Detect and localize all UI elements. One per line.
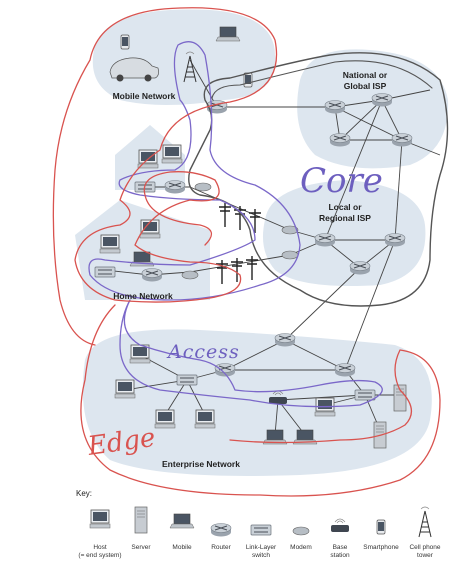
access-outline: [88, 41, 383, 408]
key-label: Smartphone: [363, 544, 399, 551]
network-labels: Mobile Network National or Global ISP Lo…: [113, 70, 388, 469]
key-label: Base: [333, 544, 348, 551]
key-item-cell-tower: Cell phone tower: [409, 506, 441, 559]
utility-pole-icon: [248, 208, 262, 234]
router-icon: [274, 333, 296, 347]
key-item-base-station: Base station: [330, 518, 350, 559]
router-icon: [384, 233, 406, 247]
access-annotation: Access: [166, 341, 240, 363]
router-icon: [329, 133, 351, 147]
router-icon: [210, 523, 232, 537]
key-title: Key:: [76, 489, 92, 498]
enterprise-network-label: Enterprise Network: [162, 459, 240, 469]
key-legend: Key: Host (= end system) Server Mobile R…: [76, 489, 441, 559]
key-item-mobile: Mobile: [169, 513, 195, 551]
hand-drawn-outlines: [52, 7, 449, 497]
smartphone-icon: [376, 519, 386, 535]
modem-icon: [292, 526, 310, 536]
key-item-router: Router: [210, 523, 232, 551]
utility-pole-icon: [218, 202, 232, 228]
key-label: Host: [93, 544, 107, 551]
key-label: Cell phone: [409, 544, 440, 551]
key-item-smartphone: Smartphone: [363, 519, 399, 551]
key-item-server: Server: [131, 506, 151, 551]
global-isp-label-line2: Global ISP: [344, 81, 387, 91]
router-icon: [164, 180, 186, 194]
handwritten-annotations: Core Access Edge: [85, 161, 383, 462]
regional-isp-region: [262, 180, 426, 286]
modem-icon: [181, 270, 199, 280]
mobile-network-label: Mobile Network: [113, 91, 176, 101]
switch-icon: [250, 524, 272, 536]
switch-icon: [354, 389, 376, 401]
key-item-modem: Modem: [290, 526, 312, 551]
router-icon: [334, 363, 356, 377]
server-icon: [134, 506, 148, 534]
key-label-sub: (= end system): [78, 552, 121, 559]
key-label: Router: [211, 544, 231, 551]
host-icon: [114, 379, 136, 399]
regional-isp-label-line1: Local or: [328, 202, 362, 212]
mobile-icon: [169, 513, 195, 529]
host-icon: [154, 409, 176, 429]
global-isp-label-line1: National or: [343, 70, 388, 80]
base-station-icon: [330, 518, 350, 533]
key-label: Modem: [290, 544, 312, 551]
core-outline: [188, 52, 449, 307]
key-label-sub: station: [330, 552, 350, 559]
key-label: Mobile: [172, 544, 192, 551]
router-icon: [324, 100, 346, 114]
router-icon: [349, 261, 371, 275]
key-label-sub: switch: [252, 552, 270, 559]
modem-icon: [194, 182, 212, 192]
key-item-switch: Link-Layer switch: [246, 524, 277, 559]
car-icon: [109, 57, 159, 82]
devices: [94, 26, 413, 449]
edge-outline: [52, 7, 441, 497]
router-icon: [371, 93, 393, 107]
regional-isp-label-line2: Regional ISP: [319, 213, 371, 223]
host-icon: [161, 144, 183, 164]
router-icon: [314, 233, 336, 247]
core-annotation: Core: [300, 161, 383, 201]
core-outline-inner: [211, 60, 433, 99]
key-label-sub: tower: [417, 552, 434, 559]
smartphone-icon: [243, 72, 253, 88]
key-label: Server: [131, 544, 151, 551]
host-icon: [89, 509, 111, 529]
modem-icon: [281, 250, 299, 260]
switch-icon: [94, 266, 116, 278]
key-label: Link-Layer: [246, 544, 277, 551]
utility-pole-icon: [245, 255, 259, 281]
utility-pole-icon: [215, 259, 229, 285]
key-item-host: Host (= end system): [78, 509, 122, 559]
smartphone-icon: [120, 34, 130, 50]
switch-icon: [176, 374, 198, 386]
host-icon: [99, 234, 121, 254]
router-icon: [391, 133, 413, 147]
home-network-label: Home Network: [113, 291, 173, 301]
host-icon: [194, 409, 216, 429]
router-icon: [141, 268, 163, 282]
cell-tower-icon: [418, 506, 432, 538]
